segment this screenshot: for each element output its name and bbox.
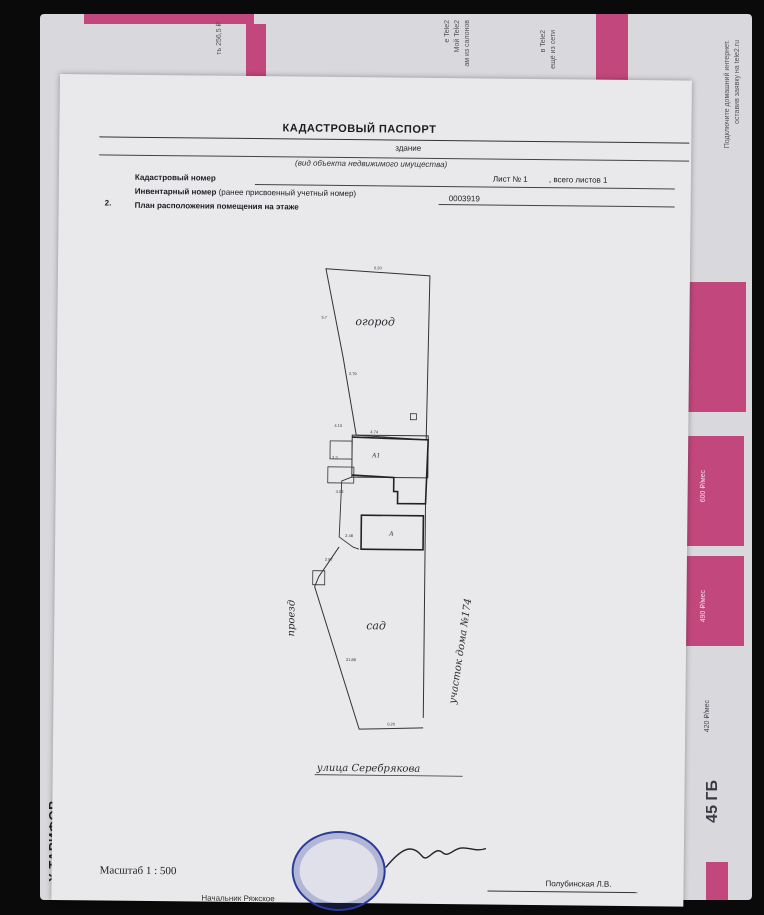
svg-text:2.87: 2.87 (325, 557, 334, 562)
brochure-text: ещё из сети (550, 30, 557, 69)
garden-label: огород (355, 315, 395, 328)
brochure-text: в Tele2 (540, 30, 547, 53)
brochure-accent (706, 862, 728, 900)
plot-label: участок дома №174 (447, 598, 474, 706)
orchard-plot-outline (314, 546, 424, 730)
brochure-accent (84, 14, 254, 24)
scale-label: Масштаб 1 : 500 (99, 864, 177, 878)
brochure-price: 600 ₽/мес (700, 470, 707, 503)
street-underline (314, 774, 463, 777)
svg-text:3.79: 3.79 (349, 371, 358, 376)
svg-text:4.74: 4.74 (370, 429, 379, 434)
brochure-price: 490 ₽/мес (700, 590, 707, 623)
brochure-accent (686, 556, 744, 646)
svg-text:0.20: 0.20 (387, 721, 396, 726)
signature (385, 847, 487, 868)
svg-text:31.88: 31.88 (346, 657, 357, 662)
svg-text:4.03: 4.03 (336, 489, 345, 494)
brochure-text: ам из салонов (464, 20, 471, 67)
site-plan: 0.20 5.7 3.79 4.10 4.74 3.3 4.03 2.48 2.… (286, 265, 474, 777)
street-label: улица Серебрякова (316, 763, 421, 775)
annex-outline (327, 466, 355, 484)
annex-outline (329, 440, 353, 460)
lot-boundary (422, 503, 427, 718)
official-caption: Начальник Ряжское (201, 893, 275, 904)
executor-name: Полубинская Л.В. (545, 879, 612, 889)
brochure-text: ть 256,5 ₽ (216, 22, 223, 55)
brochure-text: оставив заявку на tele2.ru (734, 40, 741, 124)
official-stamp (291, 830, 387, 912)
brochure-text: Подключите домашний интернет. (724, 40, 731, 149)
svg-text:4.10: 4.10 (334, 423, 343, 428)
lot-boundary (338, 476, 360, 550)
small-structure (312, 570, 326, 586)
svg-text:0.20: 0.20 (374, 265, 383, 270)
passage-label: проезд (286, 600, 297, 637)
orchard-label: сад (366, 619, 386, 632)
brochure-text: е Tele2 (444, 20, 451, 43)
brochure-price: 45 ГБ (704, 780, 721, 823)
house-outline (351, 434, 429, 479)
brochure-accent (686, 436, 744, 546)
svg-text:5.7: 5.7 (321, 315, 327, 320)
brochure-text: Мой Tele2 (454, 20, 461, 53)
room-a1-label: А1 (371, 452, 380, 459)
brochure-accent (246, 24, 266, 76)
room-a-label: А (388, 530, 394, 537)
brochure-accent (688, 282, 746, 412)
svg-text:2.48: 2.48 (345, 533, 354, 538)
cadastral-passport-sheet: КАДАСТРОВЫЙ ПАСПОРТ здание (вид объекта … (51, 74, 692, 912)
brochure-price: 420 ₽/мес (704, 700, 711, 733)
svg-text:3.3: 3.3 (332, 455, 338, 460)
room-a-outline (360, 514, 425, 551)
garden-plot-outline (325, 268, 431, 441)
room-a1-outline (351, 436, 430, 505)
marker-box (409, 413, 417, 421)
